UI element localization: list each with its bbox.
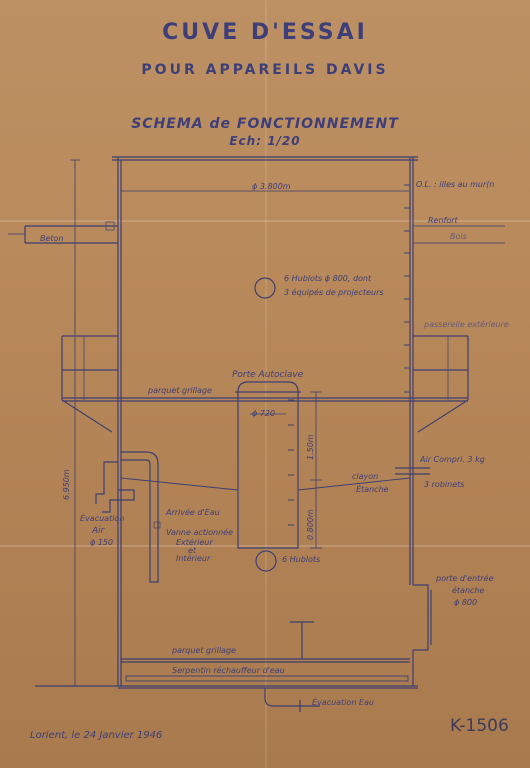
porte-entree-label-1: porte d'entrée xyxy=(436,574,494,583)
footer-date: Lorient, le 24 Janvier 1946 xyxy=(30,730,163,741)
evacuation-air-label-1: Évacuation xyxy=(80,514,125,523)
height-total-label: 6.950m xyxy=(62,469,71,500)
vanne-label-4: Intérieur xyxy=(176,554,211,563)
evacuation-air-label-3: ϕ 150 xyxy=(90,538,114,547)
parquet-top-label: parquet grillage xyxy=(148,386,212,395)
air-comprime-label: Air Compri. 3 kg xyxy=(420,455,485,464)
diameter-inner-label: ϕ 720 xyxy=(252,409,276,418)
vanne-label-2: Extérieur xyxy=(176,538,213,547)
fold-line xyxy=(0,220,530,222)
hublots-small-label: 6 Hublots xyxy=(282,555,321,564)
dim-150-label: 1.50m xyxy=(306,434,315,460)
diameter-top-label: ϕ 3.800m xyxy=(252,182,291,191)
serpentin-label: Serpentin réchauffeur d'eau xyxy=(172,666,285,675)
fold-line xyxy=(0,545,530,547)
porte-autoclave-label: Porte Autoclave xyxy=(232,370,304,380)
vanne-label-3: et xyxy=(188,546,197,555)
evacuation-eau-label: Évacuation Eau xyxy=(312,698,374,707)
fold-line xyxy=(265,0,267,768)
bois-label: Bois xyxy=(450,232,467,241)
evacuation-air-label-2: Air xyxy=(92,526,105,536)
arrivee-eau-label: Arrivée d'Eau xyxy=(166,508,220,517)
etanche-label: Étanche xyxy=(356,485,389,494)
hublots-label-2: 3 équipés de projecteurs xyxy=(284,288,384,297)
beton-label: Beton xyxy=(40,234,64,243)
diagram-title: SCHEMA de FONCTIONNEMENT xyxy=(131,116,399,132)
drawing-number: K-1506 xyxy=(450,716,509,736)
main-title: CUVE D'ESSAI xyxy=(162,20,368,45)
dim-080-label: 0.800m xyxy=(306,509,315,540)
porte-entree-label-3: ϕ 800 xyxy=(454,598,478,607)
parquet-bottom-label: parquet grillage xyxy=(172,646,236,655)
oeillets-label: O.L. : illes au mur(n xyxy=(416,180,495,189)
renfort-label: Renfort xyxy=(428,216,458,225)
hublots-label-1: 6 Hublots ϕ 800, dont xyxy=(284,274,372,283)
passerelle-label: passerelle extérieure xyxy=(424,320,509,329)
scale-label: Ech: 1/20 xyxy=(229,134,301,148)
vanne-label-1: Vanne actionnée xyxy=(166,528,234,537)
clayon-label: clayon xyxy=(352,472,379,481)
subtitle: POUR APPAREILS DAVIS xyxy=(141,62,389,78)
porte-entree-label-2: étanche xyxy=(452,586,485,595)
robinets-label: 3 robinets xyxy=(424,480,465,489)
